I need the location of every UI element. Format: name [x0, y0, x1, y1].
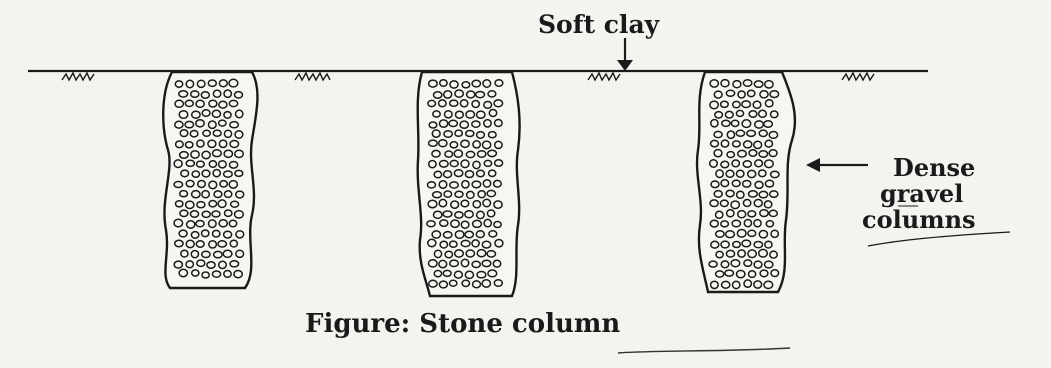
soft-clay-arrow-head	[617, 60, 633, 71]
caption-pen-stroke	[618, 348, 790, 353]
figure-caption: Figure: Stone column	[305, 309, 620, 339]
soft-clay-label: Soft clay	[538, 10, 661, 39]
side-label-line-1: Dense	[893, 153, 975, 182]
gravel-arrow-head	[806, 158, 820, 172]
side-label-line-3: columns	[862, 205, 976, 234]
side-label-line-2: gravel	[880, 179, 963, 208]
columns-underline-squiggle	[868, 232, 1010, 246]
